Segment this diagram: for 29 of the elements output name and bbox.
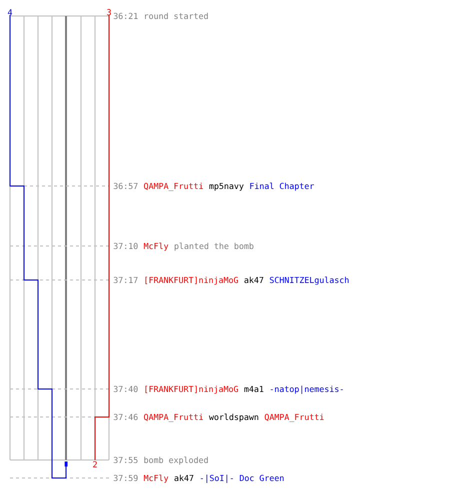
weapon-name: ak47 bbox=[174, 474, 194, 482]
weapon-name: ak47 bbox=[244, 276, 264, 284]
count-number: 4 bbox=[8, 9, 12, 16]
timestamp: 37:55 bbox=[114, 456, 138, 464]
player-name: -|SoI|- Doc Green bbox=[200, 474, 284, 483]
player-name: QAMPA_Frutti bbox=[144, 182, 203, 191]
event-text: round started bbox=[145, 12, 208, 20]
timestamp: 37:46 bbox=[114, 414, 138, 420]
player-name: [FRANKFURT]ninjaMoG bbox=[145, 276, 238, 285]
event-text: bomb exploded bbox=[144, 456, 208, 465]
timestamp: 37:40 bbox=[114, 386, 138, 392]
player-name: QAMPA_Frutti bbox=[144, 414, 203, 422]
player-name: SCHNITZELgulasch bbox=[270, 276, 349, 285]
weapon-name: mp5navy bbox=[209, 182, 244, 191]
timestamp: 37:59 bbox=[114, 474, 138, 482]
player-name: -natop|nemesis- bbox=[270, 386, 343, 394]
weapon-name: m4a1 bbox=[244, 386, 264, 392]
timestamp: 36:21 bbox=[114, 12, 138, 20]
player-name: McFly bbox=[144, 474, 168, 483]
weapon-name: worldspawn bbox=[208, 414, 258, 422]
timestamp: 36:57 bbox=[114, 182, 138, 190]
player-name: Final Chapter bbox=[250, 182, 314, 191]
event-text: planted the bomb bbox=[174, 242, 254, 251]
count-number: 2 bbox=[93, 461, 97, 468]
player-name: QAMPA_Frutti bbox=[264, 414, 324, 422]
timestamp: 37:10 bbox=[114, 242, 138, 250]
timestamp: 37:17 bbox=[114, 276, 138, 284]
player-name: McFly bbox=[144, 242, 168, 251]
player-name: [FRANKFURT]ninjaMoG bbox=[145, 386, 238, 394]
